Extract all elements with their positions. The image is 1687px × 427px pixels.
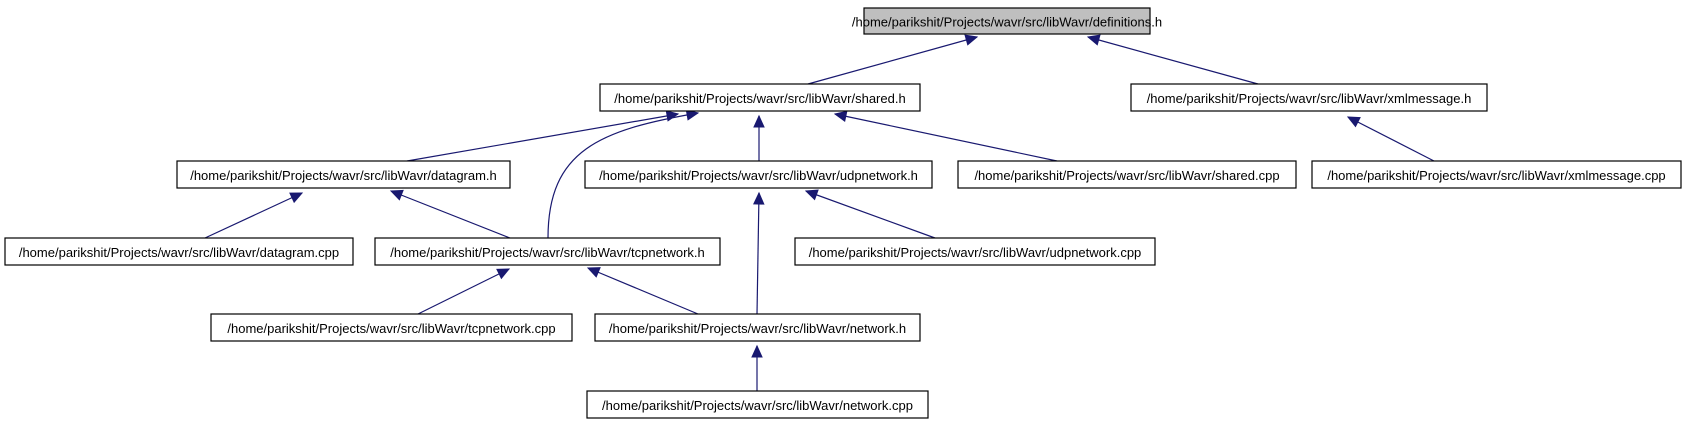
edge-arrowhead bbox=[1346, 116, 1361, 128]
edge-xmlmessage_cpp-to-xmlmessage_h bbox=[1346, 116, 1435, 162]
node-box bbox=[374, 237, 721, 266]
node-shared-h[interactable]: /home/parikshit/Projects/wavr/src/libWav… bbox=[599, 83, 921, 112]
node-box bbox=[584, 160, 933, 189]
edge-tcpnetwork_cpp-to-tcpnetwork_h bbox=[417, 268, 511, 315]
node-shared-cpp[interactable]: /home/parikshit/Projects/wavr/src/libWav… bbox=[957, 160, 1297, 189]
edge-shared_h-to-definitions_h bbox=[807, 34, 979, 85]
edge-arrowhead bbox=[389, 189, 404, 201]
node-datagram-cpp[interactable]: /home/parikshit/Projects/wavr/src/libWav… bbox=[4, 237, 354, 266]
node-label: /home/parikshit/Projects/wavr/src/libWav… bbox=[599, 168, 918, 183]
edges-layer bbox=[204, 34, 1435, 391]
edge-arrowhead bbox=[804, 189, 819, 201]
edge-datagram_cpp-to-datagram_h bbox=[204, 192, 304, 239]
node-xmlmessage-h[interactable]: /home/parikshit/Projects/wavr/src/libWav… bbox=[1130, 83, 1488, 112]
node-box bbox=[4, 237, 354, 266]
node-label: /home/parikshit/Projects/wavr/src/libWav… bbox=[852, 15, 1162, 30]
node-label: /home/parikshit/Projects/wavr/src/libWav… bbox=[809, 245, 1142, 260]
edge-tcpnetwork_h-to-datagram_h bbox=[389, 189, 511, 239]
node-udpnetwork-cpp[interactable]: /home/parikshit/Projects/wavr/src/libWav… bbox=[794, 237, 1156, 266]
edge-line bbox=[390, 190, 511, 239]
edge-tcpnetwork_h-to-shared_h bbox=[547, 109, 700, 239]
node-box bbox=[210, 313, 573, 342]
edge-arrowhead bbox=[665, 110, 680, 122]
edge-line bbox=[807, 36, 978, 85]
edge-line bbox=[805, 190, 936, 239]
node-box bbox=[863, 7, 1151, 35]
node-xmlmessage-cpp[interactable]: /home/parikshit/Projects/wavr/src/libWav… bbox=[1311, 160, 1682, 189]
edge-arrowhead bbox=[496, 268, 511, 280]
node-box bbox=[599, 83, 921, 112]
edge-line bbox=[204, 192, 303, 239]
node-label: /home/parikshit/Projects/wavr/src/libWav… bbox=[19, 245, 339, 260]
edge-arrowhead bbox=[586, 267, 601, 278]
node-box bbox=[586, 390, 929, 419]
node-label: /home/parikshit/Projects/wavr/src/libWav… bbox=[1147, 91, 1472, 106]
node-label: /home/parikshit/Projects/wavr/src/libWav… bbox=[614, 91, 905, 106]
edge-arrowhead bbox=[753, 191, 765, 205]
edge-arrowhead bbox=[964, 34, 979, 46]
edge-network_h-to-udpnetwork_h bbox=[753, 191, 765, 315]
edge-line bbox=[406, 113, 679, 162]
node-definitions-h[interactable]: /home/parikshit/Projects/wavr/src/libWav… bbox=[852, 7, 1162, 35]
edge-shared_cpp-to-shared_h bbox=[833, 110, 1058, 162]
edge-arrowhead bbox=[753, 114, 765, 128]
edge-arrowhead bbox=[751, 344, 763, 358]
edge-udpnetwork_cpp-to-udpnetwork_h bbox=[804, 189, 936, 239]
node-box bbox=[957, 160, 1297, 189]
edge-arrowhead bbox=[833, 110, 848, 123]
node-box bbox=[176, 160, 511, 189]
edge-datagram_h-to-shared_h bbox=[406, 110, 680, 162]
edge-line bbox=[1087, 36, 1259, 85]
node-label: /home/parikshit/Projects/wavr/src/libWav… bbox=[1327, 168, 1665, 183]
edge-udpnetwork_h-to-shared_h bbox=[753, 114, 765, 161]
edge-line bbox=[834, 113, 1058, 162]
edge-network_cpp-to-network_h bbox=[751, 344, 763, 391]
node-label: /home/parikshit/Projects/wavr/src/libWav… bbox=[227, 321, 555, 336]
edge-line bbox=[547, 112, 699, 239]
node-label: /home/parikshit/Projects/wavr/src/libWav… bbox=[390, 245, 705, 260]
edge-xmlmessage_h-to-definitions_h bbox=[1086, 34, 1259, 85]
edge-arrowhead bbox=[289, 192, 304, 204]
edge-line bbox=[417, 268, 510, 315]
node-datagram-h[interactable]: /home/parikshit/Projects/wavr/src/libWav… bbox=[176, 160, 511, 189]
edge-arrowhead bbox=[1086, 34, 1101, 46]
edge-network_h-to-tcpnetwork_h bbox=[586, 267, 699, 315]
edge-line bbox=[1347, 116, 1435, 162]
node-box bbox=[1311, 160, 1682, 189]
node-box bbox=[1130, 83, 1488, 112]
node-label: /home/parikshit/Projects/wavr/src/libWav… bbox=[609, 321, 906, 336]
nodes-layer: /home/parikshit/Projects/wavr/src/libWav… bbox=[4, 7, 1682, 419]
node-tcpnetwork-h[interactable]: /home/parikshit/Projects/wavr/src/libWav… bbox=[374, 237, 721, 266]
node-network-cpp[interactable]: /home/parikshit/Projects/wavr/src/libWav… bbox=[586, 390, 929, 419]
node-box bbox=[794, 237, 1156, 266]
node-label: /home/parikshit/Projects/wavr/src/libWav… bbox=[974, 168, 1279, 183]
edge-line bbox=[587, 267, 699, 315]
node-network-h[interactable]: /home/parikshit/Projects/wavr/src/libWav… bbox=[594, 313, 921, 342]
node-box bbox=[594, 313, 921, 342]
node-label: /home/parikshit/Projects/wavr/src/libWav… bbox=[190, 168, 497, 183]
node-tcpnetwork-cpp[interactable]: /home/parikshit/Projects/wavr/src/libWav… bbox=[210, 313, 573, 342]
edge-line bbox=[756, 192, 760, 315]
node-label: /home/parikshit/Projects/wavr/src/libWav… bbox=[602, 398, 913, 413]
node-udpnetwork-h[interactable]: /home/parikshit/Projects/wavr/src/libWav… bbox=[584, 160, 933, 189]
